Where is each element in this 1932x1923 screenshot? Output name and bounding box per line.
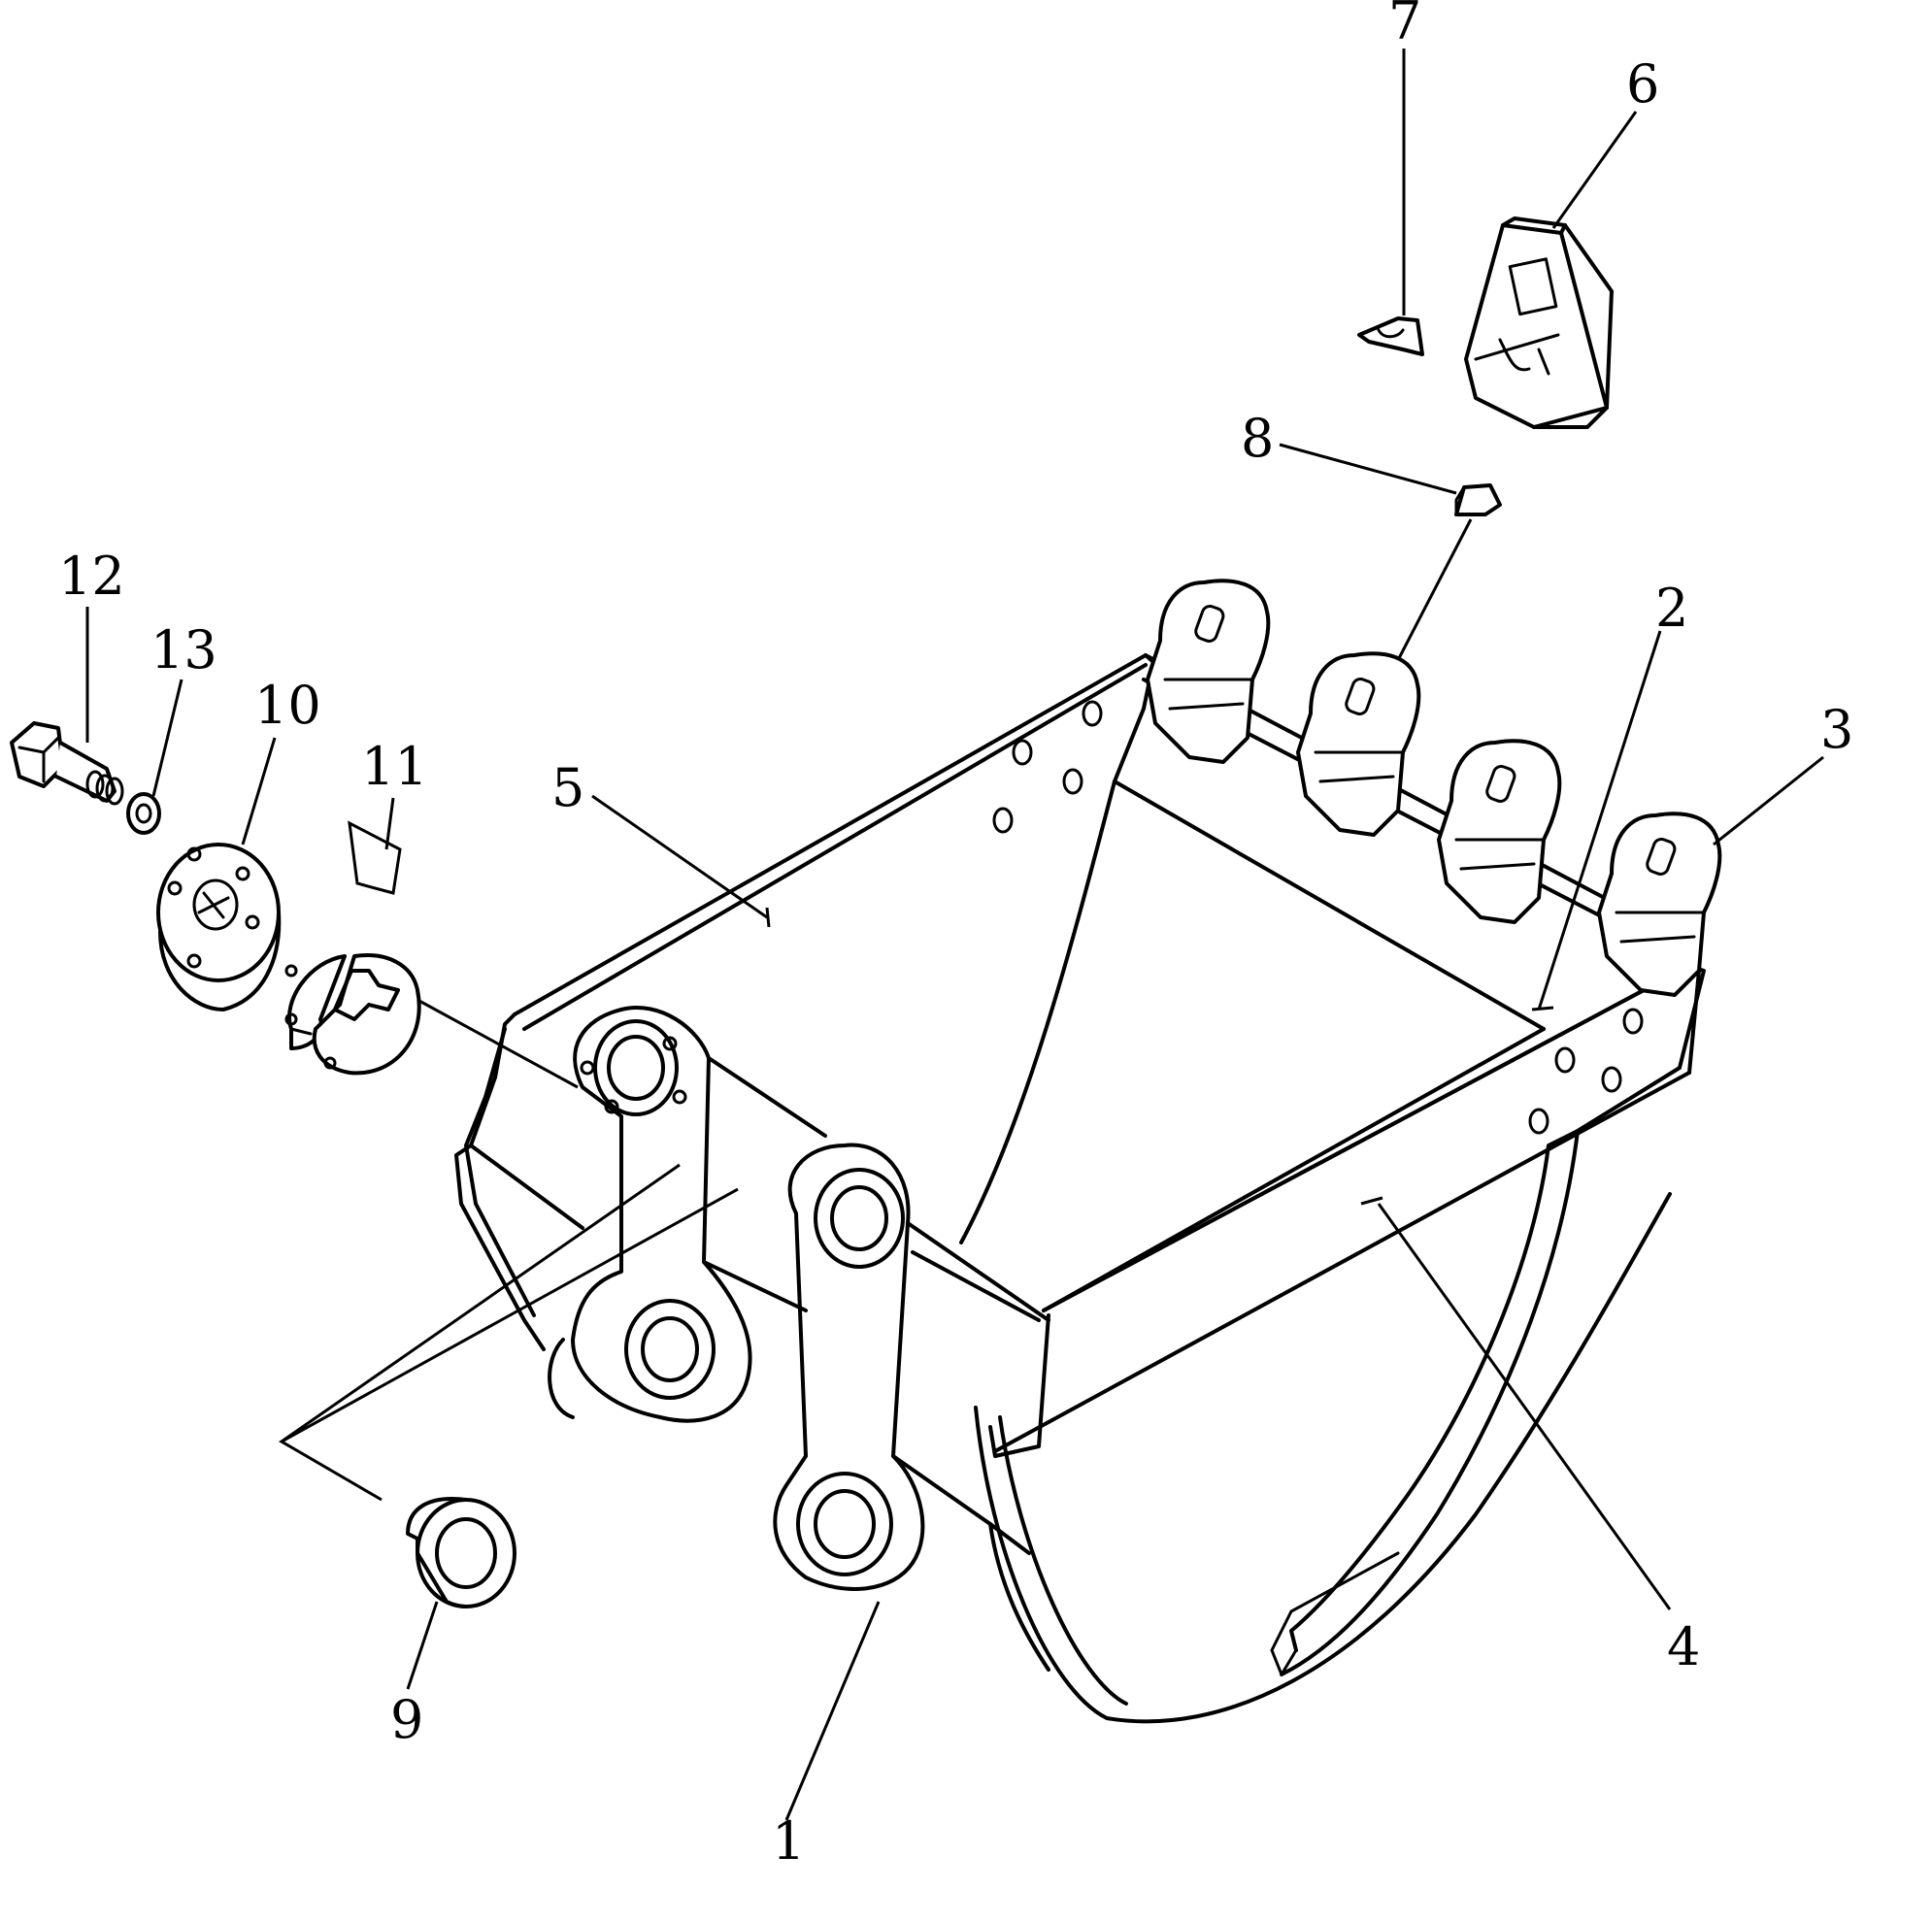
callout-3: 3 (1820, 699, 1853, 760)
leader-lines (85, 49, 1824, 1821)
tooth (1146, 579, 1271, 764)
plate-part-10 (156, 843, 282, 1011)
callout-11: 11 (361, 736, 428, 797)
leader-2 (1537, 630, 1662, 1011)
leader-11-tag (348, 820, 402, 895)
tooth-point-part-6 (1464, 216, 1614, 429)
leader-9 (406, 1601, 439, 1690)
tooth (1296, 651, 1421, 837)
tooth (1597, 812, 1722, 997)
washer-part-13 (126, 792, 161, 835)
callout-1: 1 (772, 1810, 805, 1872)
bucket-teeth (1146, 579, 1722, 997)
leader-5 (591, 794, 768, 919)
callout-6: 6 (1626, 53, 1659, 115)
leader-9-fork (278, 1163, 739, 1502)
leader-2-tick (1531, 1006, 1554, 1011)
callout-numbers: 1 2 3 4 5 6 7 8 9 10 11 12 13 (58, 0, 1853, 1872)
callout-13: 13 (150, 619, 217, 680)
bucket-link-bracket-rear (548, 1006, 752, 1423)
leader-6 (1551, 111, 1638, 229)
leader-13 (151, 679, 183, 797)
lock-part-7 (1357, 316, 1424, 356)
tooth (1437, 739, 1562, 924)
bucket-link-bracket-front (773, 1143, 925, 1591)
leader-8 (1279, 443, 1457, 495)
callout-10: 10 (254, 675, 321, 736)
callout-9: 9 (390, 1689, 423, 1750)
leader-1 (784, 1601, 881, 1821)
bushing-part-9 (406, 1497, 516, 1608)
leader-3 (1713, 755, 1824, 846)
callout-8: 8 (1241, 408, 1274, 469)
leader-10 (241, 737, 277, 845)
pin-part-8 (1454, 483, 1502, 516)
leader-11 (384, 797, 395, 850)
callout-4: 4 (1667, 1616, 1700, 1677)
bolt-part-12 (10, 721, 124, 806)
leader-11-pin (416, 998, 579, 1089)
callout-5: 5 (551, 757, 584, 818)
shim-part-11 (284, 953, 421, 1076)
leader-5-tick (765, 907, 771, 928)
callout-7: 7 (1388, 0, 1421, 51)
callout-12: 12 (58, 546, 125, 607)
callout-2: 2 (1655, 578, 1688, 639)
leader-4-tick (1360, 1196, 1383, 1206)
leader-8-down (1396, 518, 1473, 661)
leader-4 (1377, 1203, 1672, 1610)
